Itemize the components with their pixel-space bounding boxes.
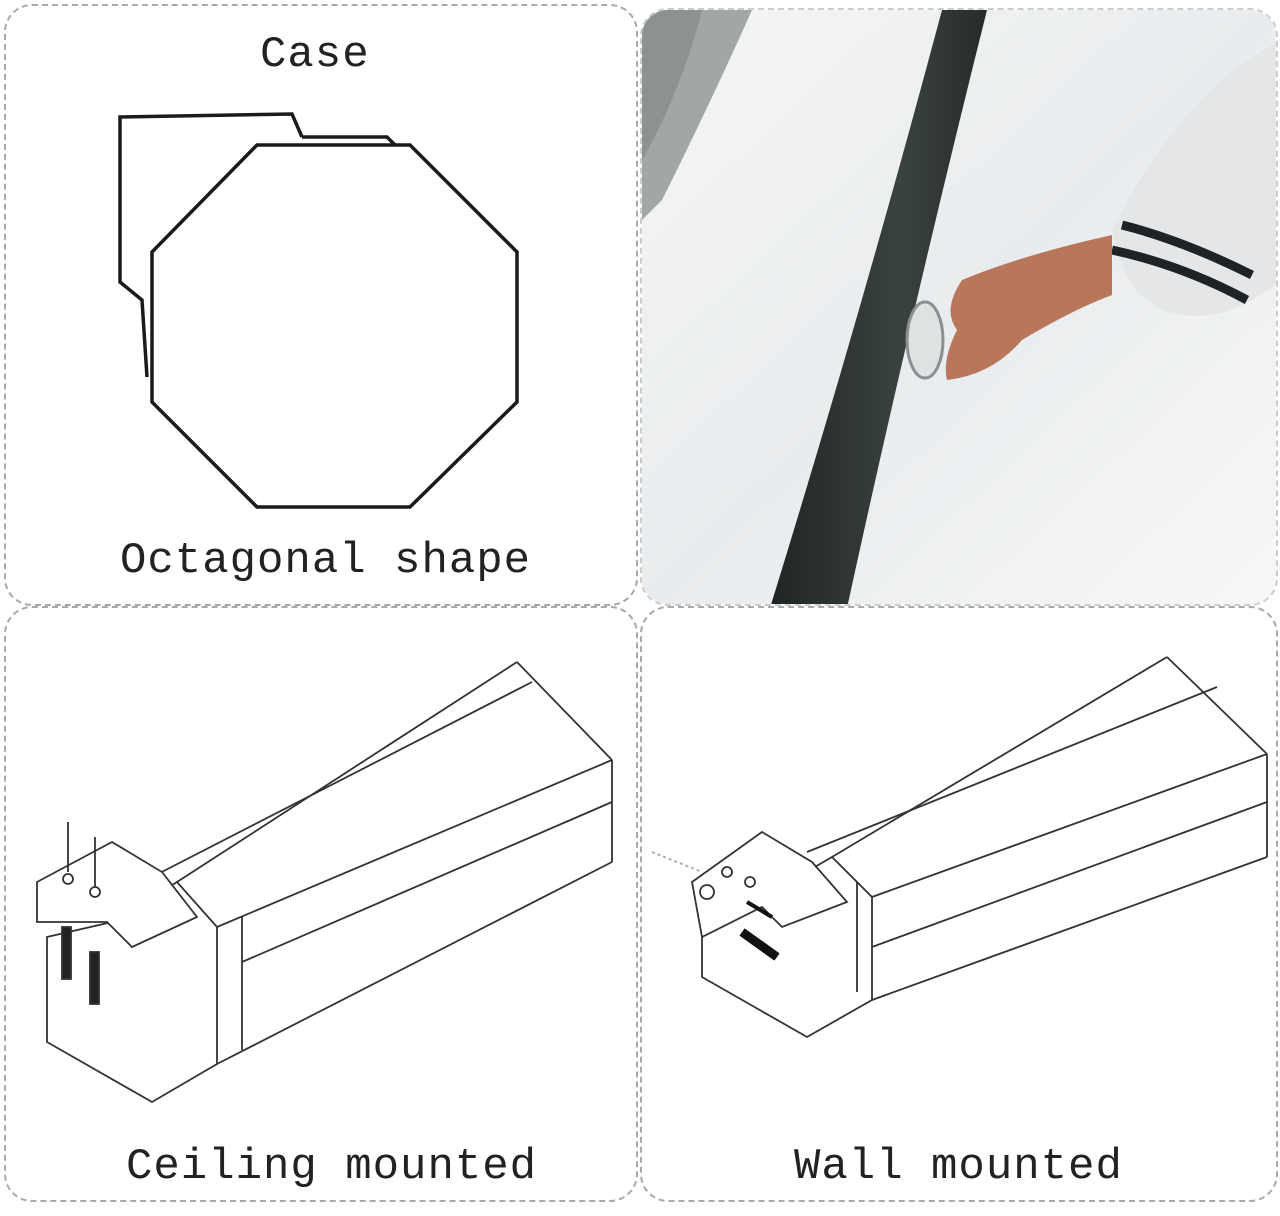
arm-sleeve bbox=[1112, 42, 1276, 316]
case-back-outline bbox=[118, 112, 304, 378]
wall-mounted-drawing bbox=[651, 656, 1268, 1039]
projector-screen-case bbox=[771, 10, 987, 604]
ceiling-bracket bbox=[36, 840, 199, 949]
panel-wall-mounted: Wall mounted bbox=[640, 606, 1278, 1202]
pull-handle bbox=[905, 300, 945, 380]
case-title: Case bbox=[260, 30, 370, 80]
panel-photo bbox=[640, 8, 1278, 606]
ceiling-mounted-drawing bbox=[36, 661, 613, 1104]
panel-case-octagon: Case Octagonal shape bbox=[4, 4, 638, 606]
product-photo bbox=[642, 10, 1276, 604]
wall-mounted-caption: Wall mounted bbox=[794, 1142, 1123, 1192]
panel-ceiling-mounted: Ceiling mounted bbox=[4, 606, 638, 1202]
octagon-case-drawing bbox=[118, 112, 519, 509]
hand bbox=[945, 235, 1112, 380]
octagonal-shape-caption: Octagonal shape bbox=[120, 536, 532, 586]
octagon-outline bbox=[150, 143, 519, 509]
ceiling-mounted-caption: Ceiling mounted bbox=[126, 1142, 538, 1192]
wall-bracket bbox=[691, 830, 849, 939]
